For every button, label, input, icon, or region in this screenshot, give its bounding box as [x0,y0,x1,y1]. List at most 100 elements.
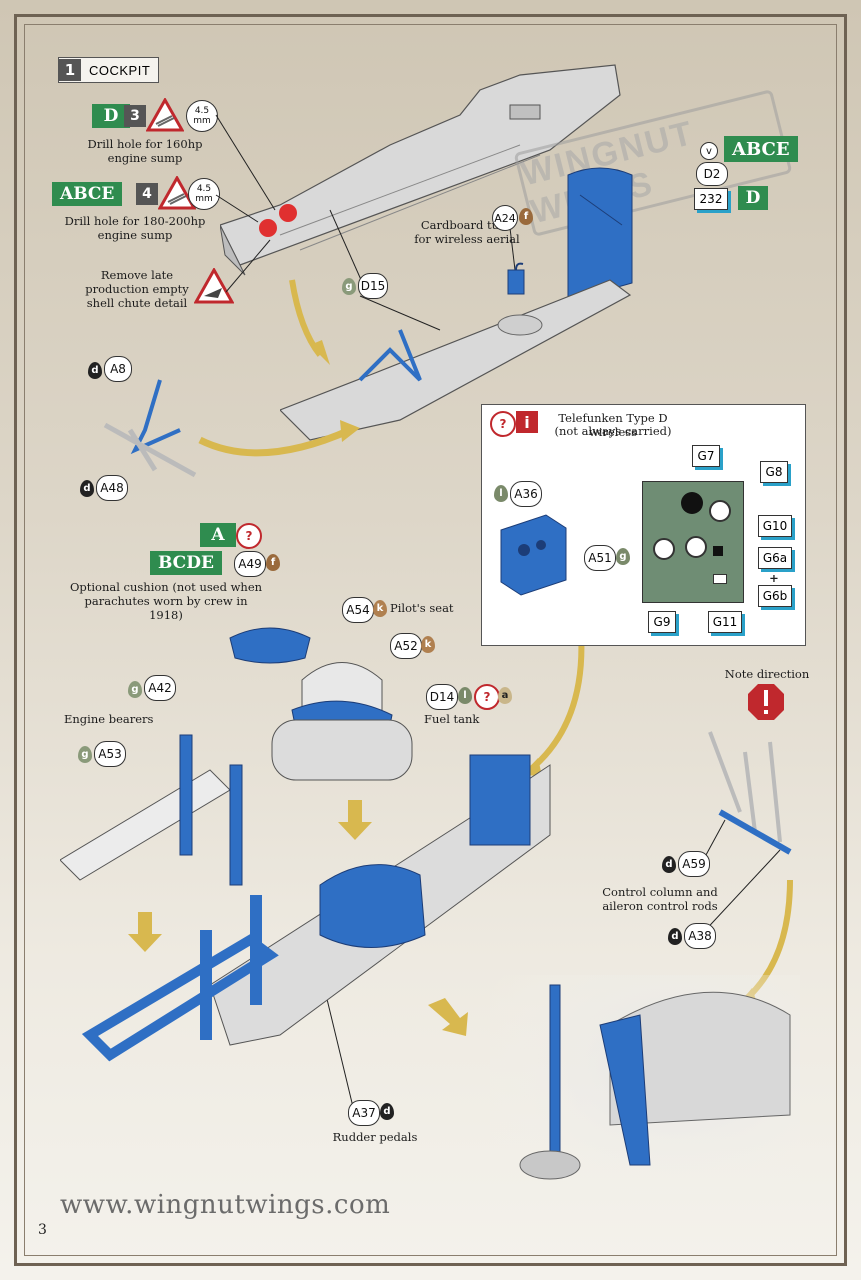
part-a51: A51 [584,545,616,571]
paint-f-icon: f [519,208,533,225]
part-a42: A42 [144,675,176,701]
wireless-title: Telefunken Type D wireless [558,411,668,439]
wireless-panel-face [642,481,744,603]
page-number: 3 [38,1222,47,1238]
drill-step-3: 3 [124,105,146,127]
paint-d-icon: d [668,928,682,945]
paint-k-icon: k [421,636,435,653]
page-frame-outer [14,14,847,1266]
step-title: COCKPIT [89,62,151,78]
tuning-icon [685,536,707,558]
part-a59: A59 [678,851,710,877]
drill-warning-icon [158,176,196,210]
version-tag-bcde: BCDE [150,551,222,575]
cushion-note: Optional cushion (not used when parachut… [69,580,263,622]
page-frame-inner [24,24,837,1256]
drill-warning-icon [146,98,184,132]
cardboard-tube-part [507,262,525,295]
drill-180-text: Drill hole for 180-200hp engine sump [64,214,206,242]
note-direction-label: Note direction [724,667,810,681]
step-number: 1 [59,59,81,81]
paint-d-icon: d [380,1103,394,1120]
part-a37: A37 [348,1100,380,1126]
cockpit-floor-part [220,64,621,276]
wireless-inset-panel: ? i Telefunken Type D wireless (not alwa… [481,404,806,646]
part-d2: D2 [696,162,728,186]
cushion-part [229,627,311,664]
blue-bulkhead-part [567,167,633,302]
version-tag-abce: ABCE [52,182,123,206]
website-url[interactable]: www.wingnutwings.com [60,1190,391,1220]
paint-f-icon: f [266,554,280,571]
detail-cockpit-view [490,975,800,1195]
question-icon: ? [236,523,262,549]
paint-d-icon: d [662,856,676,873]
cut-warning-icon [194,268,234,304]
seat-and-tank-part [271,662,413,781]
a8-a48-parts [103,379,197,478]
decal-g8: G8 [760,461,788,483]
drill-size: 4.5 [194,106,210,116]
engine-bearer-parts [60,734,243,886]
control-column-part [708,731,792,855]
pilot-seat-label: Pilot's seat [390,601,454,615]
part-a53: A53 [94,741,126,767]
version-tag-abce-right: ABCE [724,136,798,162]
decal-g7: G7 [692,445,720,467]
wireless-set-part [500,514,567,596]
paint-g-icon: g [342,278,356,295]
drill-unit: mm [193,116,211,126]
step-header: 1 COCKPIT [58,57,160,83]
decal-g6b: G6b [758,585,792,607]
paint-k-icon: k [373,600,387,617]
decal-232: 232 [694,188,728,210]
variant-v-badge: v [700,142,718,160]
part-a8: A8 [104,356,132,382]
part-d14: D14 [426,684,458,710]
plate-icon [713,574,727,584]
drill-unit: mm [195,194,213,204]
switch-icon [713,546,723,556]
drill-160-text: Drill hole for 160hp engine sump [87,137,203,165]
part-a49: A49 [234,551,266,577]
drill-size-badge-160: 4.5 mm [186,100,218,132]
remove-chute-note: Remove late production empty shell chute… [85,268,189,310]
part-a36: A36 [510,481,542,507]
decal-g6a: G6a [758,547,792,569]
engine-bearers-label: Engine bearers [64,712,154,726]
question-icon: ? [490,411,516,437]
paint-d-icon: d [88,362,102,379]
part-d15: D15 [358,273,388,299]
version-tag-d: D [92,104,130,128]
paint-g-icon: g [78,746,92,763]
rudder-pedals-label: Rudder pedals [332,1130,418,1144]
drill-size: 4.5 [196,184,212,194]
part-a38: A38 [684,923,716,949]
paint-l-icon: l [494,485,508,502]
decal-g10: G10 [758,515,792,537]
question-icon: ? [474,684,500,710]
paint-d-icon: d [80,480,94,497]
main-cockpit-assembly [81,754,551,1062]
drill-step-4: 4 [136,183,158,205]
meter-icon [709,500,731,522]
fuel-tank-label: Fuel tank [424,712,480,726]
warning-octagon-icon [748,684,784,720]
decal-g11: G11 [708,611,742,633]
cockpit-floor-assembly [280,279,632,441]
dial-face-icon [653,538,675,560]
part-a24: A24 [492,205,518,231]
part-a54: A54 [342,597,374,623]
version-tag-a: A [200,523,236,547]
paint-a-icon: a [498,687,512,704]
dial-icon [681,492,703,514]
plus-sign: + [769,571,779,585]
version-tag-d-right: D [738,186,768,210]
cardboard-tube-note: Cardboard tube for wireless aerial [414,218,520,246]
decal-g9: G9 [648,611,676,633]
part-a52: A52 [390,633,422,659]
wireless-subtitle: (not always carried) [554,424,672,438]
control-column-label: Control column and aileron control rods [602,885,718,913]
part-a48: A48 [96,475,128,501]
paint-g-icon: g [616,548,630,565]
